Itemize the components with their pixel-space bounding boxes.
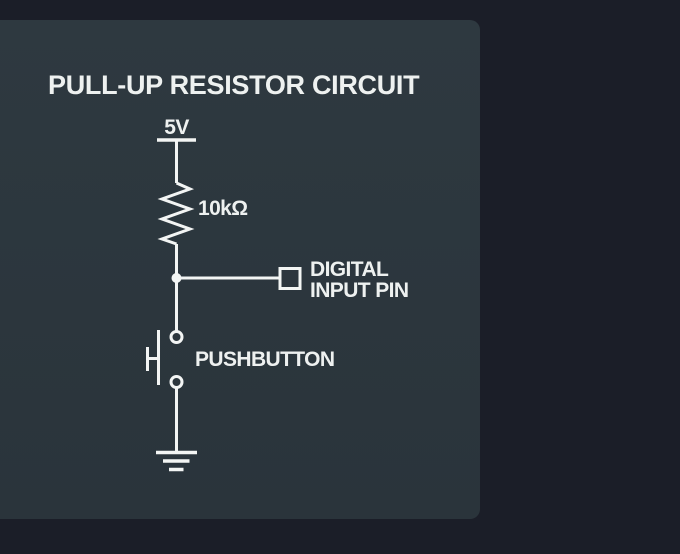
- pin-label-line1: DIGITAL: [310, 258, 389, 281]
- resistor-value-label: 10kΩ: [198, 197, 247, 220]
- switch-contact-bottom: [169, 375, 184, 389]
- switch-contact-top: [169, 330, 184, 344]
- resistor-symbol: [157, 181, 195, 246]
- pin-label-line2: INPUT PIN: [310, 279, 408, 302]
- page-title: PULL-UP RESISTOR CIRCUIT: [48, 70, 420, 100]
- pin-box-symbol: [278, 267, 302, 290]
- supply-voltage-label: 5V: [164, 116, 189, 139]
- circuit-card: PULL-UP RESISTOR CIRCUIT: [0, 20, 480, 519]
- pushbutton-label: PUSHBUTTON: [195, 348, 334, 371]
